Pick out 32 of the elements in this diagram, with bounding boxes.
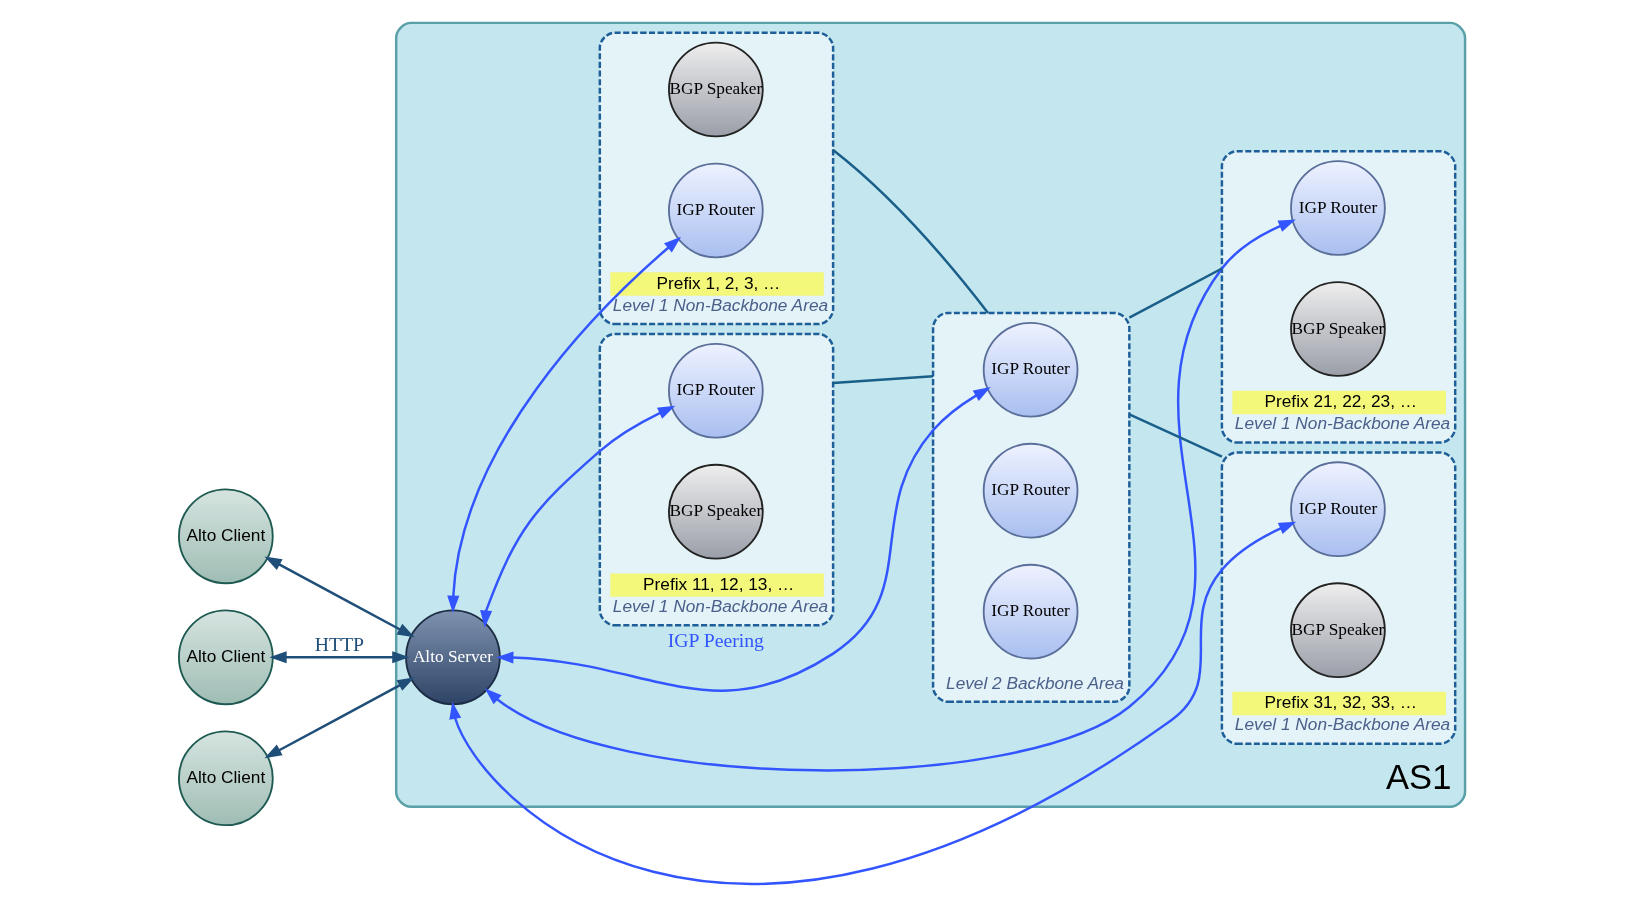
- arrow: [449, 521, 1297, 884]
- node-circle: IGP Router: [1290, 461, 1386, 558]
- node-circle: IGP Router: [982, 563, 1079, 660]
- arrow: [484, 219, 1296, 772]
- arrow: [480, 405, 676, 628]
- connector: [1128, 413, 1223, 458]
- node-circle: BGP Speaker: [668, 463, 764, 560]
- node-circle: IGP Router: [982, 442, 1079, 539]
- node-label: Prefix 1, 2, 3, …: [656, 272, 781, 293]
- node-circle: BGP Speaker: [668, 41, 764, 138]
- node-circle: BGP Speaker: [1290, 582, 1386, 678]
- node-circle: Alto Client: [178, 730, 274, 827]
- node-label: Prefix 21, 22, 23, …: [1264, 391, 1418, 411]
- arrow: [269, 651, 410, 664]
- node-circle: IGP Router: [982, 321, 1079, 418]
- node-circle: BGP Speaker: [1290, 281, 1386, 377]
- edge-label: HTTP: [314, 632, 365, 655]
- edge-label: IGP Peering: [667, 629, 764, 652]
- arrow: [264, 556, 415, 638]
- node-circle: IGP Router: [668, 162, 764, 259]
- node-circle: IGP Router: [668, 342, 764, 439]
- node-circle: IGP Router: [1290, 160, 1386, 256]
- connector: [833, 374, 934, 385]
- connector: [1128, 267, 1223, 319]
- node-circle: Alto Client: [178, 488, 274, 585]
- node-label: Prefix 11, 12, 13, …: [643, 573, 795, 594]
- arrow: [264, 677, 415, 759]
- node-label: Prefix 31, 32, 33, …: [1264, 692, 1418, 713]
- node-circle: Alto Client: [178, 609, 274, 706]
- connector: [832, 149, 990, 314]
- arrow: [496, 387, 991, 692]
- arrow: [447, 236, 682, 613]
